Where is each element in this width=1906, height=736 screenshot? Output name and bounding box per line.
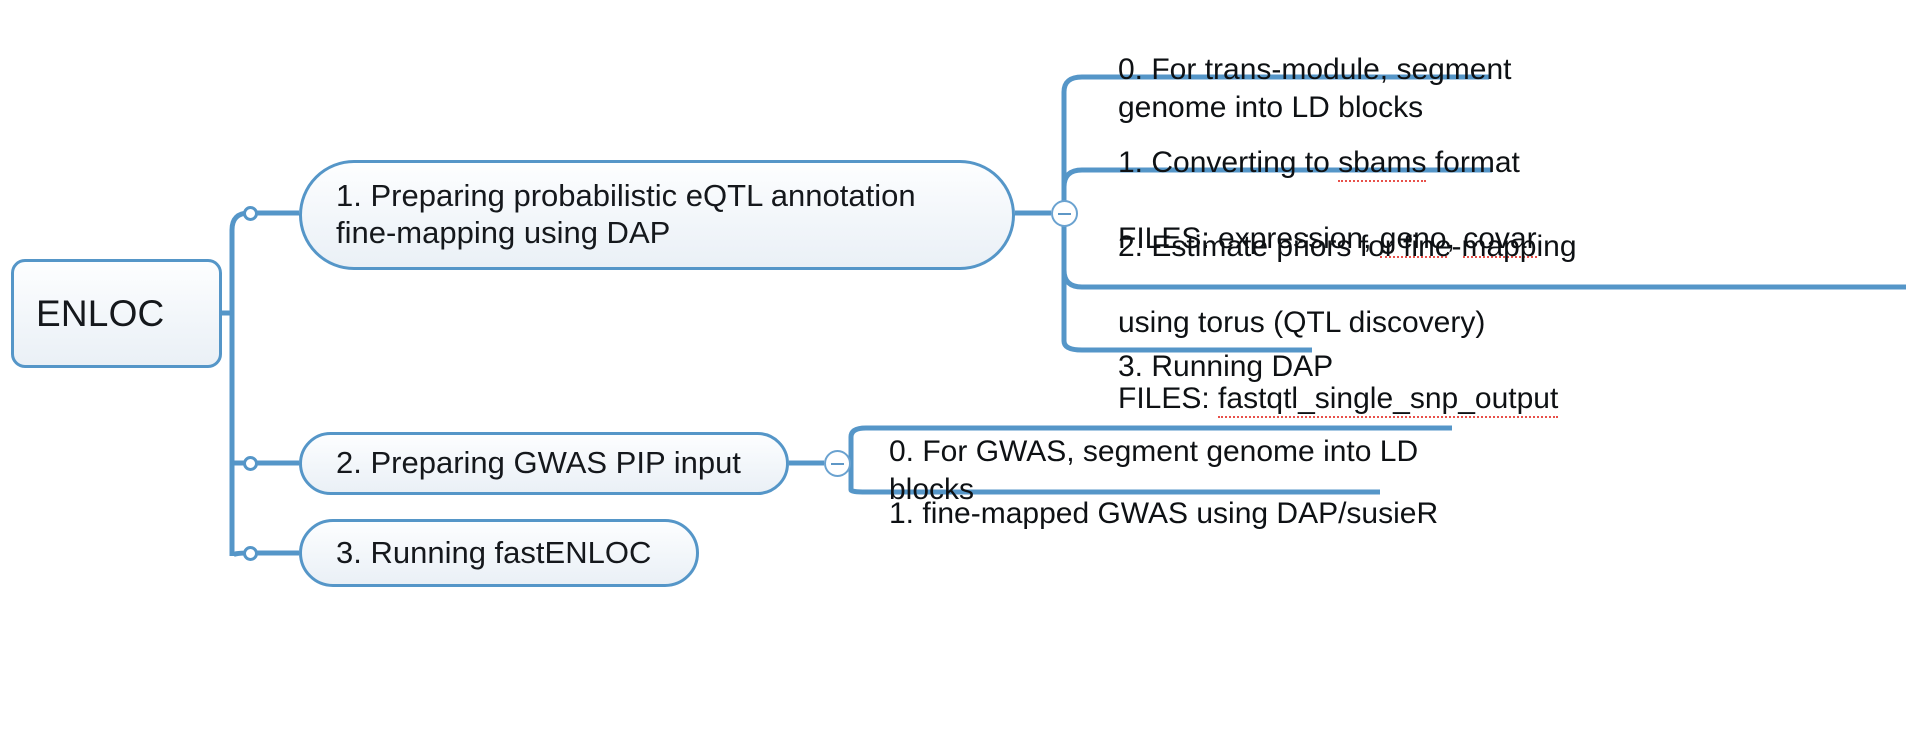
leaf-node-2-0-label: 0. For GWAS, segment genome into LD bloc… (889, 435, 1419, 507)
minus-circle-icon[interactable] (1051, 200, 1078, 227)
branch-node-1-label: 1. Preparing probabilistic eQTL annotati… (336, 178, 916, 250)
leaf-node-1-0-label: 0. For trans-module, segment genome into… (1118, 53, 1512, 125)
leaf-node-1-1-line-2: FILES: expression, geno, covar (1118, 222, 1537, 259)
minus-circle-icon[interactable] (824, 450, 851, 477)
root-node-label: ENLOC (36, 292, 165, 334)
leaf-node-2-1-label: 1. fine-mapped GWAS using DAP/susieR (889, 497, 1439, 531)
root-node-enloc[interactable]: ENLOC (11, 259, 222, 368)
leaf-node-1-3[interactable]: 3. Running DAP (1118, 310, 1418, 389)
leaf-node-1-0[interactable]: 0. For trans-module, segment genome into… (1118, 13, 1538, 130)
leaf-node-1-1[interactable]: 1. Converting to sbams format FILES: exp… (1118, 106, 1538, 261)
branch-node-2-label: 2. Preparing GWAS PIP input (336, 445, 741, 481)
branch-node-3-label: 3. Running fastENLOC (336, 534, 652, 570)
leaf-1-2-files-pre: FILES: (1118, 382, 1219, 416)
leaf-1-1-text-post: format (1426, 146, 1520, 180)
branch-node-2[interactable]: 2. Preparing GWAS PIP input (299, 432, 789, 495)
leaf-node-2-0[interactable]: 0. For GWAS, segment genome into LD bloc… (889, 395, 1489, 512)
leaf-node-1-1-line-1: 1. Converting to sbams format (1118, 146, 1520, 183)
misspelled-word-sbams: sbams (1338, 146, 1427, 183)
branch-connector-dot-3[interactable] (243, 546, 258, 561)
misspelled-word-geno: geno (1379, 222, 1447, 259)
branch-connector-dot-2[interactable] (243, 456, 258, 471)
branch-connector-dot-1[interactable] (243, 206, 258, 221)
leaf-1-1-files-mid: , (1446, 222, 1464, 256)
leaf-1-1-text-pre: 1. Converting to (1118, 146, 1339, 180)
misspelled-word-fastqtl-single-snp-output: fastqtl_single_snp_output (1218, 382, 1559, 419)
misspelled-word-covar: covar (1463, 222, 1537, 259)
leaf-node-1-2-line-2: using torus (QTL discovery) (1118, 306, 1486, 340)
leaf-node-1-2-line-3: FILES: fastqtl_single_snp_output (1118, 382, 1559, 419)
branch-node-3[interactable]: 3. Running fastENLOC (299, 519, 699, 587)
leaf-node-1-3-label: 3. Running DAP (1118, 350, 1334, 384)
leaf-node-2-1[interactable]: 1. fine-mapped GWAS using DAP/susieR (889, 457, 1449, 536)
leaf-node-1-2-line-1: 2. Estimate priors for fine-mapping (1118, 230, 1577, 264)
leaf-node-1-2[interactable]: 2. Estimate priors for fine-mapping usin… (1118, 190, 1588, 422)
leaf-1-1-files-pre: FILES: expression, (1118, 222, 1380, 256)
branch-node-1[interactable]: 1. Preparing probabilistic eQTL annotati… (299, 160, 1015, 270)
